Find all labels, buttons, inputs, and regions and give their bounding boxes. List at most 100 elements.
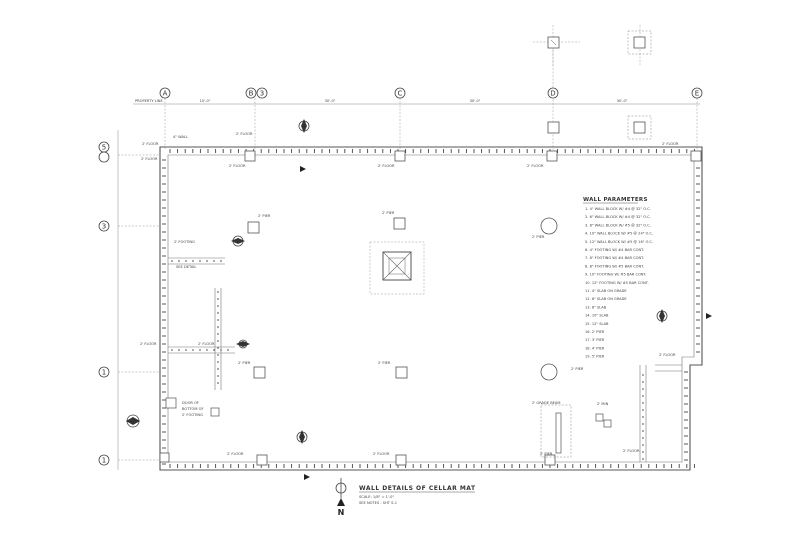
dim-3: 30'-0": [470, 99, 481, 103]
dim-4: 30'-0": [617, 99, 628, 103]
pier-tag: 2' PIER: [540, 452, 553, 456]
columns: [159, 30, 702, 466]
legend-item: 5. 12" WALL BLOCK W/ #5 @ 16" O.C.: [585, 240, 653, 244]
pier-4: [395, 366, 408, 379]
callout-text: 2' MIN: [597, 402, 609, 406]
dim-2: 30'-0": [325, 99, 336, 103]
grid-bubble-3: 3: [256, 87, 268, 99]
dim-label-left: PROPERTY LINE: [135, 99, 163, 103]
svg-text:1: 1: [102, 369, 106, 377]
dim-1: 10'-0": [200, 99, 211, 103]
callout-text: 2' FOOTING: [182, 413, 203, 417]
pier-tag: 2' PIER: [571, 367, 584, 371]
section-marker-3: [236, 339, 250, 349]
wall-tag: 2' FLOOR: [141, 157, 158, 161]
pier-tags: 2' PIER 2' PIER 2' PIER 2' PIER 2' PIER …: [238, 211, 584, 456]
north-label: N: [338, 508, 345, 517]
legend-item: 4. 10" WALL BLOCK W/ #5 @ 24" O.C.: [585, 232, 653, 236]
rebar-ticks: [162, 149, 700, 468]
central-footing: [369, 241, 425, 295]
wall-tag: 4" WALL: [173, 135, 188, 139]
legend-item: 12. 6" SLAB ON GRADE: [585, 297, 627, 301]
section-marker-6: [126, 414, 140, 428]
grid-lines: [117, 25, 700, 470]
legend-item: 9. 10" FOOTING W/ #5 BAR CONT.: [585, 273, 646, 277]
legend-item: 6. 4" FOOTING W/ #4 BAR CONT.: [585, 248, 644, 252]
section-markers: [126, 119, 712, 480]
pier-tag: 2' PIER: [532, 235, 545, 239]
pier-3: [253, 366, 266, 379]
callout-text: 2' GRADE BEAM: [532, 401, 561, 405]
top-dimensions: PROPERTY LINE 10'-0" 30'-0" 30'-0" 30'-0…: [135, 99, 628, 103]
column-bottom-left: [159, 452, 170, 463]
pier-tag: 2' PIER: [258, 214, 271, 218]
legend-item: 13. 8" SLAB: [585, 305, 607, 309]
legend-item: 14. 10" SLAB: [585, 314, 609, 318]
grid-bubble-b: B: [245, 87, 257, 99]
grid-bubble-e: E: [691, 87, 703, 99]
callout-text: 2' FOOTING: [174, 240, 195, 244]
column-wall-c: [394, 150, 406, 162]
wall-tag: 2' FLOOR: [198, 342, 215, 346]
svg-text:A: A: [163, 90, 168, 98]
legend-item: 18. 4' PIER: [585, 346, 605, 350]
svg-text:1: 1: [102, 457, 106, 465]
column-wall-e: [690, 150, 702, 162]
legend-item: 8. 8" FOOTING W/ #5 BAR CONT.: [585, 264, 644, 268]
section-marker-2: [231, 235, 245, 247]
wall-tag: 2' FLOOR: [662, 142, 679, 146]
svg-text:5: 5: [102, 144, 106, 152]
grid-bubble-5: 5: [98, 141, 110, 163]
column-top-1: [547, 36, 560, 49]
legend-item: 10. 12" FOOTING W/ #5 BAR CONT.: [585, 281, 649, 285]
wall-tag: 2' FLOOR: [229, 164, 246, 168]
wall-tag: 2' FLOOR: [140, 342, 157, 346]
svg-text:3: 3: [260, 90, 264, 98]
drawing-notes: SEE NOTES - SHT S-1: [359, 501, 397, 505]
callout-text: DOOR OF: [182, 401, 199, 405]
wall-parameters-legend: WALL PARAMETERS 1. 4" WALL BLOCK W/ #4 @…: [583, 197, 653, 359]
grade-beam-detail: [165, 397, 612, 458]
legend-title: WALL PARAMETERS: [583, 197, 648, 203]
outer-walls: [159, 146, 703, 471]
wall-tags: 4" WALL 2' FLOOR 2' FLOOR 2' FLOOR 2' FL…: [140, 132, 679, 456]
wall-tag: 2' FLOOR: [378, 164, 395, 168]
pier-tag: 2' PIER: [378, 361, 391, 365]
column-bottom-b: [256, 454, 268, 466]
grid-bubble-d: D: [547, 87, 559, 99]
legend-item: 3. 8" WALL BLOCK W/ #5 @ 32" O.C.: [585, 223, 651, 227]
title-block: WALL DETAILS OF CELLAR MAT SCALE: 1/8" =…: [335, 478, 475, 505]
column-mid-1: [547, 121, 560, 134]
section-marker-5: [656, 309, 668, 323]
pier-round-2: [540, 363, 558, 381]
wall-tag: 2' FLOOR: [527, 164, 544, 168]
small-arrow-2: [706, 313, 712, 319]
callout-text: 2' FLOOR: [659, 353, 676, 357]
pier-2: [393, 217, 406, 230]
callout-text: BOTTOM OF: [182, 407, 204, 411]
column-mid-2: [627, 115, 652, 140]
column-wall-d: [546, 150, 558, 162]
north-arrow: N: [337, 498, 345, 517]
legend-item: 17. 3' PIER: [585, 338, 605, 342]
callout-text: SEE DETAIL: [176, 265, 196, 269]
left-grid-bubbles: 5 3 1 1: [98, 141, 110, 466]
svg-text:D: D: [550, 90, 555, 98]
svg-text:E: E: [695, 90, 699, 98]
wall-tag: 2' FLOOR: [373, 452, 390, 456]
legend-item: 16. 2' PIER: [585, 330, 605, 334]
wall-tag: 2' FLOOR: [623, 449, 640, 453]
grid-bubble-1-left: 1: [98, 366, 110, 378]
legend-item: 2. 6" WALL BLOCK W/ #4 @ 32" O.C.: [585, 215, 651, 219]
column-bottom-d: [544, 454, 556, 466]
legend-item: 7. 6" FOOTING W/ #4 BAR CONT.: [585, 256, 644, 260]
wall-tag: 2' FLOOR: [236, 132, 253, 136]
section-marker-1: [298, 119, 310, 133]
small-arrow-3: [304, 474, 310, 480]
legend-item: 1. 4" WALL BLOCK W/ #4 @ 32" O.C.: [585, 207, 651, 211]
column-top-2: [627, 30, 652, 55]
pier-tag: 2' PIER: [382, 211, 395, 215]
legend-item: 19. 5' PIER: [585, 355, 605, 359]
callouts: 2' FOOTING SEE DETAIL DOOR OF BOTTOM OF …: [174, 240, 676, 417]
